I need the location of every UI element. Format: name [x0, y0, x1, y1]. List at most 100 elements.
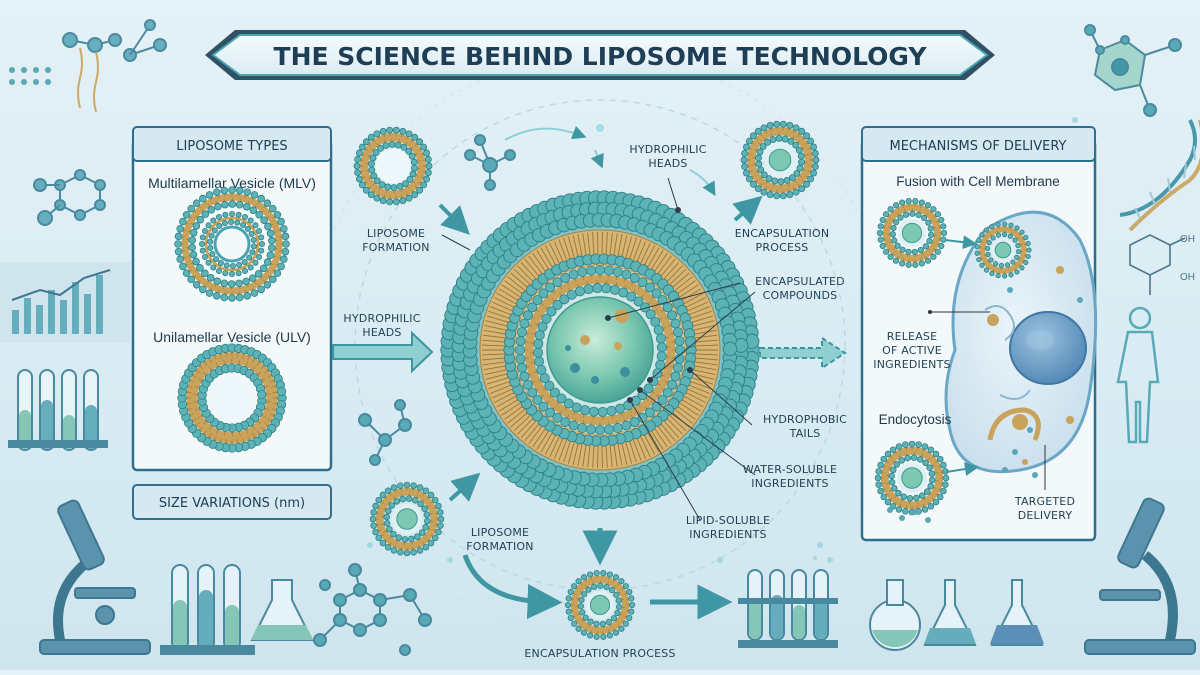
- lipid-head: [657, 352, 666, 361]
- lipid-head: [244, 292, 251, 299]
- lipid-head: [424, 512, 430, 518]
- lipid-head: [432, 535, 438, 541]
- lipid-head: [190, 229, 197, 236]
- lipid-head: [363, 187, 369, 193]
- lipid-head: [213, 257, 218, 262]
- lipid-head: [1015, 255, 1019, 259]
- lipid-head: [402, 536, 408, 542]
- lipid-head: [673, 363, 682, 372]
- lipid-head: [901, 494, 907, 500]
- lipid-head: [259, 235, 264, 240]
- lipid-head: [259, 241, 264, 246]
- lipid-head: [743, 170, 749, 176]
- lipid-head: [883, 249, 888, 254]
- lipid-head: [927, 465, 933, 471]
- lipid-head: [400, 128, 406, 134]
- lipid-head: [793, 125, 799, 131]
- lipid-head: [393, 199, 399, 205]
- lipid-head: [1015, 226, 1019, 230]
- lipid-head: [629, 609, 634, 614]
- lipid-head: [629, 602, 634, 607]
- lipid-head: [916, 442, 922, 448]
- lipid-head: [878, 488, 884, 494]
- lipid-head: [922, 444, 928, 450]
- lipid-head: [619, 626, 624, 631]
- lipid-head: [943, 475, 949, 481]
- lipid-head: [913, 198, 918, 203]
- lipid-head: [1016, 243, 1020, 247]
- lipid-head: [933, 451, 939, 457]
- lipid-head: [928, 232, 933, 237]
- lipid-head: [896, 507, 902, 513]
- lipid-head: [923, 244, 928, 249]
- lipid-head: [609, 587, 614, 592]
- lipid-head: [975, 245, 979, 249]
- lipid-head: [980, 233, 984, 237]
- lipid-head: [623, 583, 628, 588]
- lipid-head: [363, 139, 369, 145]
- lipid-head: [175, 233, 182, 240]
- lipid-head: [750, 181, 756, 187]
- lipid-head: [891, 485, 897, 491]
- lipid-head: [230, 263, 235, 268]
- lipid-head: [566, 609, 571, 614]
- lipid-head: [412, 134, 418, 140]
- lipid-head: [671, 319, 680, 328]
- lipid-head: [808, 176, 814, 182]
- lipid-head: [222, 201, 229, 208]
- lipid-head: [937, 456, 943, 462]
- lipid-head: [891, 225, 896, 230]
- lipid-head: [896, 444, 902, 450]
- lipid-head: [242, 259, 247, 264]
- lipid-head: [919, 493, 925, 499]
- lipid-head: [906, 249, 911, 254]
- lipid-head: [1002, 232, 1006, 236]
- lipid-head: [905, 455, 911, 461]
- lipid-head: [216, 214, 221, 219]
- lipid-head: [568, 589, 573, 594]
- lipid-head: [228, 219, 233, 224]
- lipid-head: [985, 246, 989, 250]
- lipid-head: [758, 167, 764, 173]
- lipid-head: [614, 592, 619, 597]
- lipid-head: [1005, 263, 1009, 267]
- central-liposome: [441, 191, 759, 509]
- network-molecule-icon: [314, 564, 431, 655]
- lipid-head: [261, 217, 268, 224]
- lipid-head: [569, 270, 578, 279]
- lipid-head: [598, 407, 607, 416]
- lipid-head: [578, 267, 587, 276]
- lipid-head: [177, 256, 184, 263]
- lipid-head: [221, 294, 228, 301]
- vesicle-content: [902, 223, 921, 242]
- lipid-head: [258, 195, 265, 202]
- lipid-head: [746, 176, 752, 182]
- lipid-head: [183, 270, 190, 277]
- lipid-head: [394, 498, 400, 504]
- lipid-head: [899, 261, 904, 266]
- lipid-head: [242, 268, 247, 273]
- lipid-head: [380, 492, 386, 498]
- lipid-head: [877, 230, 882, 235]
- lipid-head: [248, 218, 253, 223]
- lipid-head: [750, 133, 756, 139]
- lipid-head: [221, 280, 228, 287]
- lipid-head: [211, 265, 216, 270]
- lipid-head: [656, 334, 665, 343]
- lipid-head: [190, 251, 197, 258]
- lipid-head: [812, 164, 818, 170]
- lipid-head: [368, 134, 374, 140]
- lipid-head: [425, 156, 431, 162]
- liposome-bottom-center-icon: [565, 570, 634, 639]
- dot-pattern: [9, 67, 51, 85]
- lipid-head: [371, 173, 377, 179]
- lipid-head: [236, 212, 241, 217]
- lipid-head: [586, 425, 595, 434]
- lipid-head: [380, 540, 386, 546]
- lipid-head: [406, 195, 412, 201]
- lipid-head: [892, 238, 897, 243]
- vesicle-core: [208, 374, 256, 422]
